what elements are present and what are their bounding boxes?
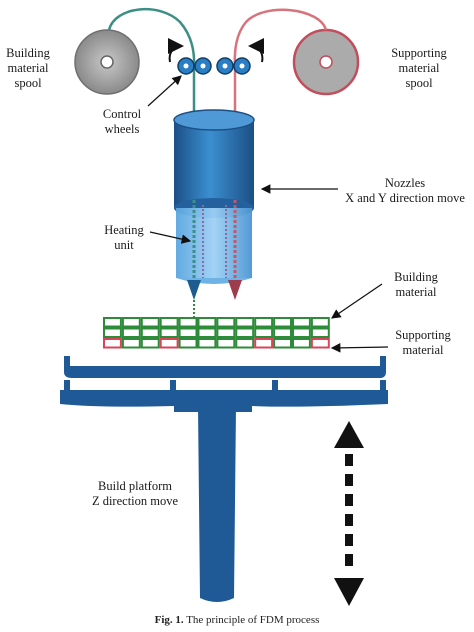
build-cell: [178, 327, 198, 338]
supporting-material-arrow-icon: [330, 343, 389, 353]
build-cell: [216, 327, 236, 338]
build-cell: [235, 317, 255, 328]
support-cell: [254, 338, 274, 349]
support-cell: [159, 338, 179, 349]
building-spool-icon: [74, 29, 140, 95]
building-spool-label: Building material spool: [6, 46, 50, 90]
support-nozzle-tip: [228, 280, 242, 300]
build-platform: [60, 356, 388, 602]
build-cell: [159, 317, 179, 328]
control-wheels-arrow-icon: [147, 75, 182, 107]
rotation-arrow-right-icon: [248, 38, 265, 63]
supporting-spool-label: Supporting material spool: [391, 46, 447, 90]
caption-text: The principle of FDM process: [186, 614, 320, 626]
build-cell: [254, 317, 274, 328]
build-cell: [310, 327, 330, 338]
heating-unit-arrow-icon: [149, 231, 192, 244]
build-cell: [273, 317, 293, 328]
printed-part: [103, 317, 330, 349]
double-arrow-icon: [334, 421, 364, 606]
build-cell: [197, 338, 217, 349]
build-cell: [235, 327, 255, 338]
build-cell: [159, 327, 179, 338]
build-cell: [292, 317, 311, 328]
building-filament: [107, 8, 196, 118]
caption-prefix: Fig. 1.: [154, 614, 184, 626]
build-cell: [197, 317, 217, 328]
control-wheels-label: Control wheels: [102, 107, 142, 136]
build-cell: [197, 327, 217, 338]
build-cell: [103, 327, 122, 338]
build-cell: [178, 338, 198, 349]
nozzle-unit: [173, 109, 255, 284]
build-cell: [254, 327, 274, 338]
nozzles-label: Nozzles X and Y direction move: [345, 176, 465, 205]
build-cell: [292, 327, 311, 338]
build-cell: [121, 338, 141, 349]
build-cell: [140, 317, 160, 328]
build-cell: [140, 327, 160, 338]
supporting-spool-icon: [292, 28, 360, 96]
build-cell: [292, 338, 311, 349]
rotation-arrow-left-icon: [167, 38, 184, 63]
heating-unit-label: Heating unit: [104, 223, 144, 252]
supporting-material-label: Supporting material: [395, 328, 451, 357]
control-wheel-icon: [177, 57, 251, 75]
build-cell: [121, 327, 141, 338]
build-cell: [178, 317, 198, 328]
build-platform-label: Build platform Z direction move: [91, 479, 179, 508]
build-cell: [216, 338, 236, 349]
build-cell: [310, 317, 330, 328]
support-cell: [103, 338, 122, 349]
build-cell: [121, 317, 141, 328]
build-cell: [103, 317, 122, 328]
figure-caption: Fig. 1. The principle of FDM process: [0, 614, 474, 626]
build-cell: [273, 338, 293, 349]
building-material-arrow-icon: [331, 283, 383, 319]
supporting-filament: [233, 8, 328, 118]
build-cell: [273, 327, 293, 338]
build-cell: [235, 338, 255, 349]
heating-filament-paths: [192, 200, 237, 282]
build-cell: [216, 317, 236, 328]
build-cell: [140, 338, 160, 349]
support-cell: [310, 338, 330, 349]
build-nozzle-tip: [187, 280, 201, 300]
building-material-label: Building material: [394, 270, 438, 299]
